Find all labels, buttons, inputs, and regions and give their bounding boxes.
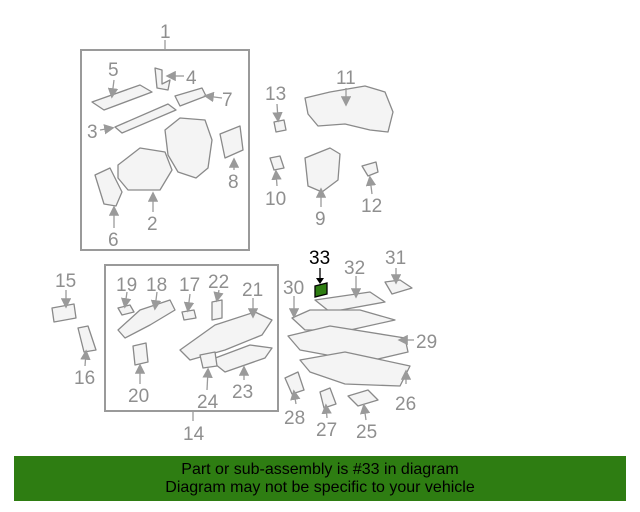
banner-line-1: Part or sub-assembly is #33 in diagram bbox=[181, 460, 459, 478]
part-24-bracket[interactable] bbox=[199, 351, 218, 369]
callout-18: 18 bbox=[146, 275, 167, 296]
callout-28: 28 bbox=[284, 408, 305, 429]
callout-27: 27 bbox=[316, 420, 337, 441]
callout-16: 16 bbox=[74, 368, 95, 389]
callout-6: 6 bbox=[108, 230, 119, 251]
part-20-bracket[interactable] bbox=[132, 342, 149, 366]
callout-32: 32 bbox=[344, 258, 365, 279]
part-10-clip[interactable] bbox=[269, 155, 285, 171]
callout-30: 30 bbox=[283, 278, 304, 299]
parts-diagram: 1 2 3 4 5 6 7 8 9 10 11 12 13 14 15 16 1… bbox=[51, 22, 437, 445]
part-23-rail[interactable] bbox=[209, 344, 273, 373]
part-5-rail[interactable] bbox=[91, 84, 153, 111]
part-8-bracket[interactable] bbox=[219, 125, 244, 159]
part-25-bracket[interactable] bbox=[347, 389, 379, 407]
part-11-panel[interactable] bbox=[304, 85, 394, 133]
callout-1: 1 bbox=[160, 22, 171, 43]
callout-3: 3 bbox=[87, 122, 98, 143]
part-9-bracket[interactable] bbox=[304, 147, 341, 193]
part-19-plate[interactable] bbox=[117, 304, 135, 316]
banner-line-2: Diagram may not be specific to your vehi… bbox=[165, 478, 475, 496]
callout-29: 29 bbox=[416, 332, 437, 353]
part-21-rail[interactable] bbox=[179, 311, 273, 361]
part-29-crossmember[interactable] bbox=[287, 325, 409, 363]
callout-23: 23 bbox=[232, 382, 253, 403]
callout-2: 2 bbox=[147, 214, 158, 235]
part-big-apron[interactable] bbox=[164, 117, 213, 179]
callout-11: 11 bbox=[336, 68, 356, 89]
part-33-highlighted[interactable] bbox=[314, 282, 328, 298]
part-2-panel[interactable] bbox=[117, 147, 173, 191]
callout-22: 22 bbox=[208, 272, 229, 293]
part-6-bracket[interactable] bbox=[94, 167, 123, 207]
callout-19: 19 bbox=[116, 275, 137, 296]
part-15-block[interactable] bbox=[51, 303, 77, 323]
callout-15: 15 bbox=[55, 271, 76, 292]
callout-33-highlighted: 33 bbox=[309, 248, 330, 269]
callout-9: 9 bbox=[315, 209, 326, 230]
callout-5: 5 bbox=[108, 60, 119, 81]
part-12-clip[interactable] bbox=[361, 161, 379, 177]
callout-14: 14 bbox=[183, 424, 205, 445]
callout-12: 12 bbox=[361, 196, 382, 217]
part-31-bracket[interactable] bbox=[384, 279, 413, 295]
callout-4: 4 bbox=[186, 68, 197, 89]
part-27-bracket[interactable] bbox=[319, 387, 337, 409]
callout-26: 26 bbox=[395, 394, 416, 415]
callout-20: 20 bbox=[128, 386, 149, 407]
callout-25: 25 bbox=[356, 422, 377, 443]
callout-13: 13 bbox=[265, 84, 286, 105]
callout-21: 21 bbox=[242, 280, 263, 301]
callout-7: 7 bbox=[222, 90, 233, 111]
part-7-bracket[interactable] bbox=[174, 87, 207, 107]
info-banner: Part or sub-assembly is #33 in diagram D… bbox=[14, 456, 626, 501]
part-26-crossmember[interactable] bbox=[299, 351, 411, 387]
part-13-clip[interactable] bbox=[273, 119, 287, 133]
callout-31: 31 bbox=[385, 248, 406, 269]
callout-24: 24 bbox=[197, 392, 219, 413]
part-3-rail[interactable] bbox=[114, 103, 177, 134]
callout-10: 10 bbox=[265, 189, 286, 210]
group-box-14 bbox=[104, 264, 279, 412]
part-28-bracket[interactable] bbox=[284, 371, 305, 395]
part-17-clip[interactable] bbox=[181, 309, 197, 321]
part-16-bracket[interactable] bbox=[77, 325, 97, 353]
callout-17: 17 bbox=[179, 275, 200, 296]
callout-8: 8 bbox=[228, 172, 239, 193]
part-4-bracket[interactable] bbox=[154, 67, 171, 91]
part-22-bracket[interactable] bbox=[211, 299, 223, 321]
part-30-rail[interactable] bbox=[291, 309, 396, 331]
